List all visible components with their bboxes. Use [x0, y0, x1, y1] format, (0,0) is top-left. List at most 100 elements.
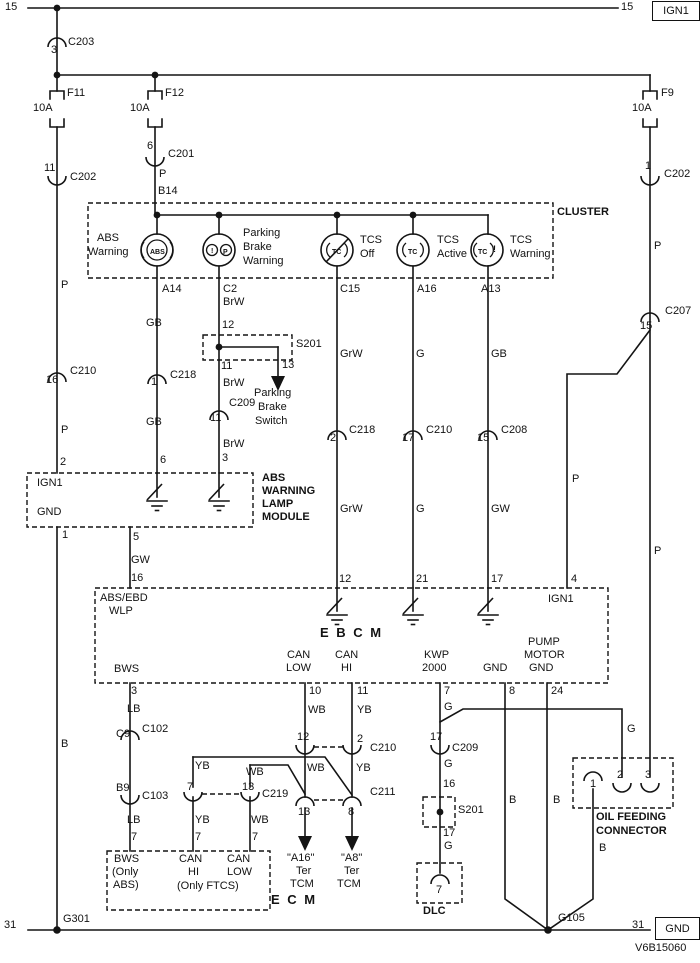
splice-s201a: S201	[296, 338, 322, 350]
parking-brake-switch-3: Switch	[255, 415, 288, 427]
pin10: 10	[309, 685, 322, 697]
ter-a8-2: Ter	[344, 865, 360, 877]
ter-a8-1: "A8"	[341, 852, 363, 864]
wire-b-pump: B	[553, 794, 561, 806]
wire-p-left1: P	[61, 279, 69, 291]
wire-gb-1: GB	[146, 317, 162, 329]
connector-c209b: C209	[452, 742, 479, 754]
icon-park-excl: !	[211, 248, 214, 255]
ecm-pin7a: 7	[131, 831, 138, 843]
wire-wb-2: WB	[307, 762, 325, 774]
fuse-f12: F12	[165, 87, 184, 99]
lamp-tcsoff-caption-2: Off	[360, 248, 375, 260]
lamp-park-caption-2: Brake	[243, 241, 272, 253]
diagram-id: V6B15060	[635, 942, 687, 954]
connector-c207: C207	[665, 305, 692, 317]
fuse-f9-rating: 10A	[632, 102, 652, 114]
ecm-bws-1: BWS	[114, 853, 140, 865]
icon-tcsoff-text: TC	[332, 249, 342, 256]
ter-a16-1: "A16"	[287, 852, 315, 864]
connector-c203-pin: 3	[51, 44, 58, 56]
wire-lb-2: LB	[127, 814, 141, 826]
connector-c210c: C210	[370, 742, 397, 754]
connector-c218b: C218	[349, 424, 376, 436]
ground-g105: G105	[558, 912, 585, 924]
wire-p-ign1: P	[572, 473, 580, 485]
wire-p-left2: P	[61, 424, 69, 436]
module-pin2: 2	[60, 456, 67, 468]
lamp-abs-caption-1: ABS	[97, 232, 120, 244]
wire-brw-3: BrW	[223, 438, 245, 450]
oil-pin1: 1	[590, 778, 597, 790]
lamp-tcswarn-caption-2: Warning	[510, 248, 551, 260]
dlc-pin7: 7	[436, 884, 443, 896]
wire-g-branch: G	[627, 723, 636, 735]
connector-c201-pin: 6	[147, 140, 154, 152]
icon-park-p: P	[223, 249, 228, 256]
ebcm-wlp-2: WLP	[109, 605, 133, 617]
connector-c208: C208	[501, 424, 528, 436]
lamp-park-caption-1: Parking	[243, 227, 281, 239]
connector-c103-pin: B9	[116, 782, 130, 794]
terminal-31-right: 31	[632, 919, 645, 931]
connector-c207-pin: 15	[640, 320, 653, 332]
wire-p-right1: P	[654, 240, 662, 252]
wire-gw-1: GW	[131, 554, 150, 566]
connector-c210a-pin: 16	[46, 374, 59, 386]
ecm-bws-2: (Only	[112, 866, 139, 878]
wire-wb-1: WB	[308, 704, 326, 716]
ter-a8-3: TCM	[337, 878, 361, 890]
wire-yb-3: YB	[195, 814, 210, 826]
ter-a16-2: Ter	[296, 865, 312, 877]
wire-p-right2: P	[654, 545, 662, 557]
splice-s201b-pin16: 16	[443, 778, 456, 790]
wire-grw-1: GrW	[340, 348, 363, 360]
ecm-canhi-2: HI	[188, 866, 199, 878]
connector-c202b: C202	[664, 168, 691, 180]
ebcm-pump-2: MOTOR	[524, 649, 565, 661]
connector-c210b-pin: 17	[402, 432, 415, 444]
connector-c208-pin: 15	[477, 432, 490, 444]
fuse-f11: F11	[67, 87, 86, 99]
ebcm-pin12: 12	[339, 573, 352, 585]
ebcm-pin21: 21	[416, 573, 429, 585]
connector-c210c-pin2: 2	[357, 733, 364, 745]
connector-c218a-pin: 1	[151, 376, 158, 388]
ecm-bws-3: ABS)	[113, 879, 139, 891]
parking-brake-switch-1: Parking	[254, 387, 292, 399]
ebcm-canhi-1: CAN	[335, 649, 359, 661]
pin24: 24	[551, 685, 564, 697]
pin7-kwp: 7	[444, 685, 451, 697]
module-pin3: 3	[222, 452, 229, 464]
connector-c219-pin7: 7	[187, 781, 194, 793]
connector-c102: C102	[142, 723, 169, 735]
connector-c203: C203	[68, 36, 95, 48]
connector-c201: C201	[168, 148, 195, 160]
wire-b-oil: B	[599, 842, 607, 854]
lamp-abs-caption-2: Warning	[88, 246, 129, 258]
module-ign1: IGN1	[37, 477, 63, 489]
module-gnd: GND	[37, 506, 62, 518]
ebcm-canlow-1: CAN	[287, 649, 311, 661]
connector-c218a: C218	[170, 369, 197, 381]
ecm-pin3: 3	[131, 685, 138, 697]
splice-s201b: S201	[458, 804, 484, 816]
splice-s201b-pin17: 17	[443, 827, 456, 839]
lamp-park-caption-3: Warning	[243, 255, 284, 267]
ebcm-pump-1: PUMP	[528, 636, 560, 648]
ebcm-bws: BWS	[114, 663, 140, 675]
wire-g-2: G	[416, 503, 425, 515]
oil-pin3: 3	[645, 769, 652, 781]
splice-s201a-pin11: 11	[221, 360, 233, 372]
terminal-15-right: 15	[621, 1, 634, 13]
wire-g-1: G	[416, 348, 425, 360]
ecm-canlow-2: LOW	[227, 866, 253, 878]
wire-b-gnd8: B	[509, 794, 517, 806]
pin8: 8	[509, 685, 516, 697]
wire-yb-1: YB	[357, 704, 372, 716]
connector-c209a: C209	[229, 397, 256, 409]
connector-c219: C219	[262, 788, 289, 800]
wire-gb-2: GB	[146, 416, 162, 428]
cluster-title: CLUSTER	[557, 206, 609, 218]
